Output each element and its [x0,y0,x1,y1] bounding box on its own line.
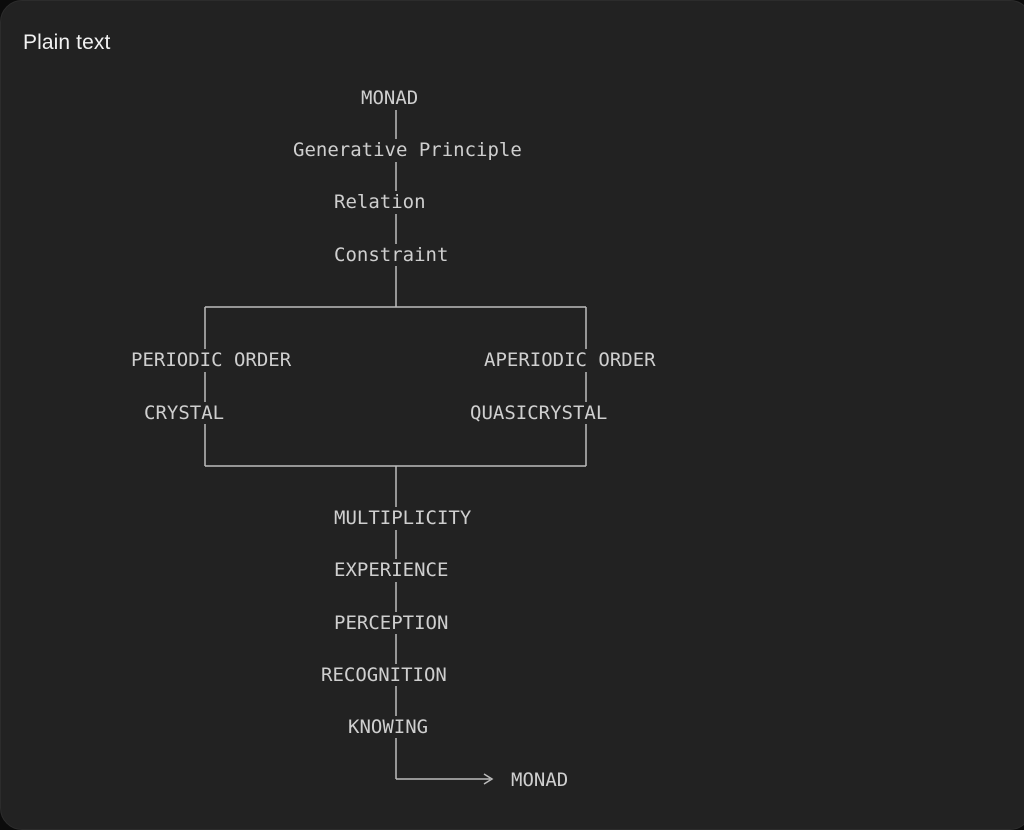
node-relation: Relation [334,191,426,213]
node-quasicrystal: QUASICRYSTAL [470,402,608,424]
node-aperiodic-order: APERIODIC ORDER [484,349,656,371]
node-multiplicity: MULTIPLICITY [334,507,472,529]
node-constraint: Constraint [334,244,449,266]
node-knowing: KNOWING [348,716,429,738]
code-block-language-label: Plain text [23,31,111,54]
node-recognition: RECOGNITION [321,664,447,686]
node-crystal: CRYSTAL [144,402,225,424]
node-periodic-order: PERIODIC ORDER [131,349,292,371]
node-monad-top: MONAD [361,87,419,109]
node-experience: EXPERIENCE [334,559,449,581]
node-perception: PERCEPTION [334,612,449,634]
node-monad-bottom: MONAD [511,769,569,791]
node-generative-principle: Generative Principle [293,139,522,161]
arrow-head-icon [483,773,494,785]
